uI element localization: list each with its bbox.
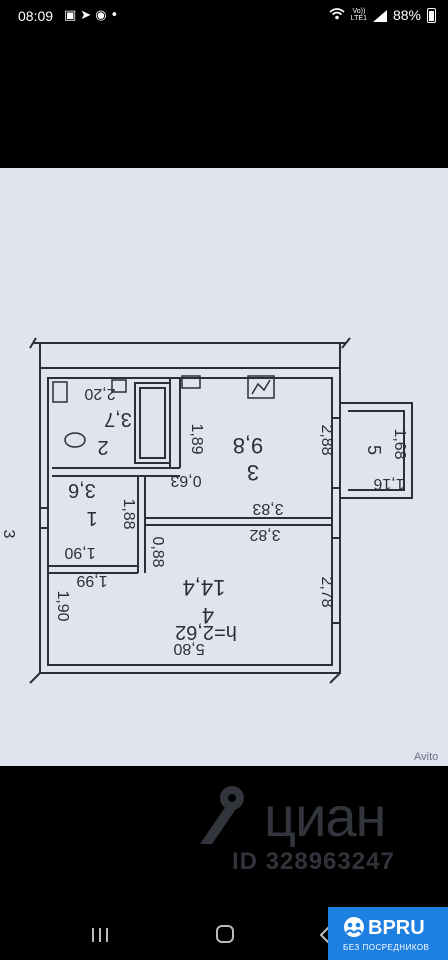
dim-label: 1,89 [188, 423, 205, 454]
edge-marker: 3 [0, 530, 17, 539]
room-number: 5 [364, 445, 384, 455]
room-area: 9,8 [233, 433, 264, 458]
dim-label: 5,80 [173, 640, 204, 657]
dim-label: 1,99 [76, 572, 107, 589]
battery-icon [427, 7, 436, 23]
cian-logo-icon [200, 786, 244, 844]
wifi-icon [329, 7, 345, 23]
bpru-tagline: БЕЗ ПОСРЕДНИКОВ [343, 943, 430, 952]
chat-icon: ◉ [95, 8, 111, 23]
room-area: 3,6 [68, 479, 96, 501]
avito-watermark: Avito [414, 751, 438, 763]
home-icon[interactable] [205, 920, 245, 950]
cian-watermark: циан ID 328963247 [192, 782, 432, 897]
dim-label: 1,90 [54, 590, 71, 621]
bpru-badge[interactable]: BPRU БЕЗ ПОСРЕДНИКОВ [328, 907, 448, 960]
signal-icon [372, 9, 387, 22]
dim-label: 3,83 [252, 500, 283, 517]
cian-brand: циан [264, 785, 386, 848]
recent-apps-icon[interactable] [80, 920, 120, 950]
dim-label: 1,88 [120, 498, 137, 529]
telegram-icon: ➤ [80, 8, 96, 23]
floor-plan-image[interactable]: 2,20 1,89 3,7 2 9,8 3 0,63 2,88 1,68 5 1… [0, 168, 448, 766]
room-number: 3 [247, 460, 259, 485]
volte-indicator: Vo)) LTE1 [351, 8, 367, 22]
bpru-logo-icon [344, 917, 364, 937]
room-area: 14,4 [183, 575, 226, 600]
dim-label: 2,88 [318, 424, 335, 455]
dim-label: 0,88 [149, 536, 166, 567]
ceiling-height: h=2,62 [175, 621, 237, 643]
battery-percent: 88% [392, 7, 421, 23]
dim-label: 2,20 [84, 385, 115, 402]
notification-icons: ▣➤◉• [64, 8, 122, 23]
dim-label: 1,68 [391, 428, 408, 459]
lte-label: LTE1 [350, 15, 367, 22]
room-number: 4 [202, 603, 214, 628]
dim-label: 2,78 [318, 576, 335, 607]
room-number: 2 [97, 436, 108, 458]
listing-id: ID 328963247 [232, 848, 395, 875]
dim-label: 3,82 [249, 526, 280, 543]
dim-label: 1,90 [64, 544, 95, 561]
dim-label: 0,63 [170, 472, 201, 489]
room-number: 1 [86, 507, 97, 529]
image-icon: ▣ [64, 8, 81, 23]
bpru-name: BPRU [368, 917, 425, 939]
volte-label: Vo)) [352, 8, 366, 15]
status-bar: 08:09 ▣➤◉• Vo)) LTE1 88% [0, 0, 448, 34]
room-area: 1,16 [373, 475, 404, 492]
dot-icon: • [110, 8, 123, 23]
status-time: 08:09 [18, 8, 54, 24]
back-icon[interactable] [306, 920, 346, 950]
room-area: 3,7 [104, 408, 132, 430]
